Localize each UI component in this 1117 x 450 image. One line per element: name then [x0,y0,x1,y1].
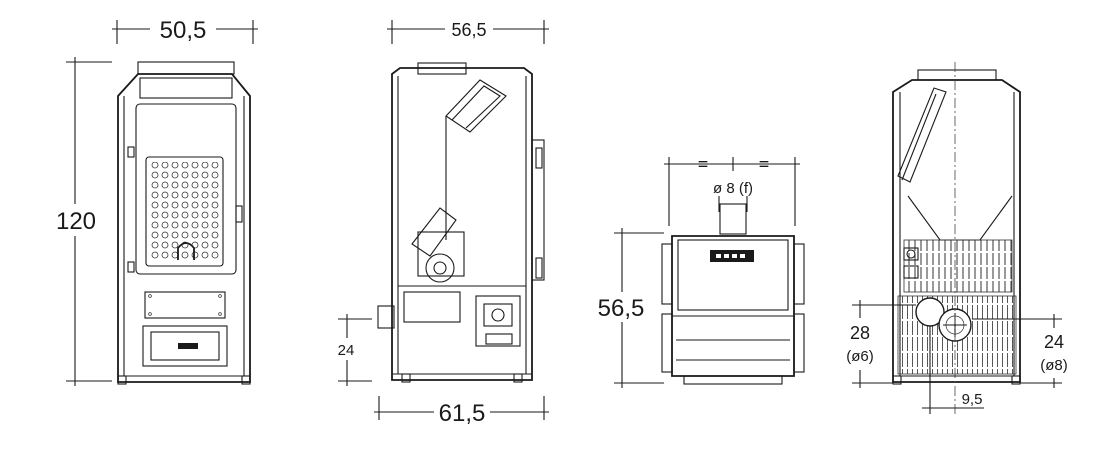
front-height-dimension: 120 [50,57,112,386]
top-equal-right: = [759,154,770,174]
top-height-label: 56,5 [598,295,645,322]
rear-right-height-label: 24 [1044,332,1064,352]
top-height-dimension: 56,5 [594,228,664,388]
rear-view: 28 (ø6) 24 (ø8) 9,5 [840,62,1076,414]
top-flue-dimension: ø 8 (f) [713,180,753,212]
top-view: = = ø 8 (f) 56,5 [594,154,805,388]
rear-right-diameter-label: (ø8) [1040,357,1068,374]
front-stove-body [117,61,251,385]
top-equal-left: = [698,154,709,174]
side-total-depth-dimension: 61,5 [374,396,549,427]
top-stove-body [661,203,805,385]
rear-left-diameter-label: (ø6) [846,348,874,365]
rear-left-height-label: 28 [850,323,870,343]
side-view: 56,5 61,5 24 [332,18,549,427]
front-height-label: 120 [56,208,96,235]
rear-offset-label: 9,5 [962,391,983,408]
side-stove-body [377,62,545,383]
side-depth-label: 56,5 [451,20,486,40]
rear-left-height-dimension: 28 (ø6) [840,300,916,388]
top-flue-label: ø 8 (f) [713,180,753,197]
front-view: 50,5 120 [50,16,258,386]
rear-right-height-dimension: 24 (ø8) [972,314,1076,388]
side-outlet-height-dimension: 24 [332,314,372,386]
front-width-dimension: 50,5 [112,16,258,44]
side-depth-dimension: 56,5 [387,18,549,44]
side-outlet-height-label: 24 [338,342,355,359]
top-equal-dimension: = = [664,154,800,226]
front-width-label: 50,5 [160,17,207,44]
rear-offset-dimension: 9,5 [922,326,984,414]
rear-stove-body [892,62,1021,414]
side-total-depth-label: 61,5 [439,400,486,427]
